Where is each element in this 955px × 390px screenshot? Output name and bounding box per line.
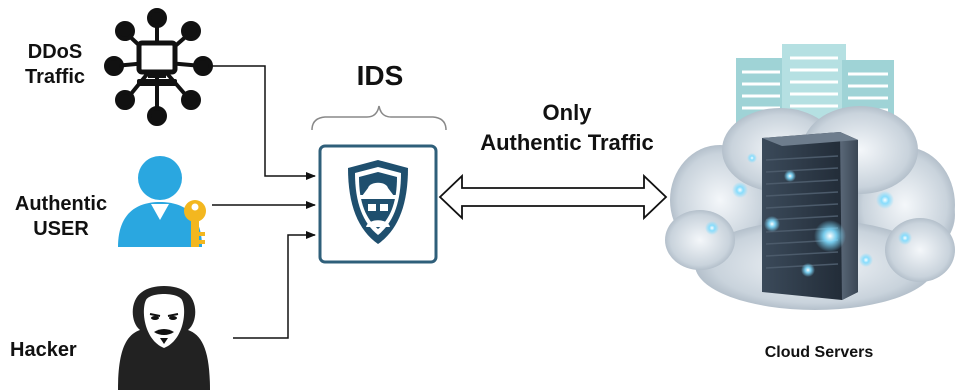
ddos-traffic-label: DDoS Traffic <box>14 40 96 90</box>
cloud-servers-label: Cloud Servers <box>764 344 874 361</box>
auth-label-line1: Only <box>542 100 592 125</box>
ids-box <box>318 144 438 264</box>
ddos-label-line2: Traffic <box>24 66 86 88</box>
hacker-label: Hacker <box>10 339 77 361</box>
user-label-line2: USER <box>33 218 89 240</box>
ids-label: IDS <box>356 60 404 91</box>
cloud-server-icon <box>665 44 955 310</box>
glow-lights <box>705 153 912 277</box>
key-icon <box>184 200 206 247</box>
ids-brace <box>311 105 447 131</box>
ddos-connector <box>210 65 316 180</box>
user-with-key-icon <box>118 156 206 247</box>
authentic-user-label: Authentic USER <box>6 192 116 242</box>
masked-hacker-icon <box>118 286 210 390</box>
user-label-line1: Authentic <box>14 193 108 215</box>
hacker-connector <box>233 231 316 339</box>
auth-label-line2: Authentic Traffic <box>480 130 654 155</box>
shield-spy-icon <box>348 160 408 244</box>
ddos-label-line1: DDoS <box>27 41 83 63</box>
bidirectional-arrow <box>438 173 668 221</box>
network-computer-icon <box>104 8 213 126</box>
authentic-traffic-label: Only Authentic Traffic <box>452 98 682 158</box>
